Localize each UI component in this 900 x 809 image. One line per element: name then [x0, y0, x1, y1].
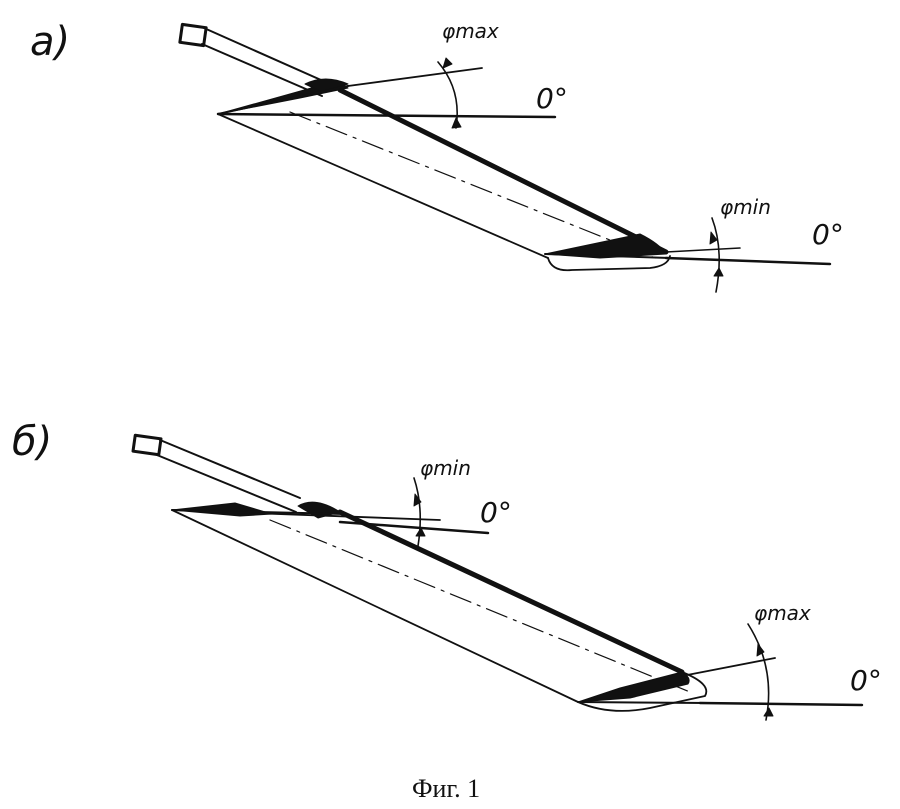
panel-b-angle-top-label: φmin [420, 456, 471, 480]
panel-b: б) φmin 0° [12, 419, 882, 721]
panel-b-zero-label-top: 0° [480, 496, 512, 529]
panel-b-angle-bottom-label: φmax [754, 601, 811, 625]
panel-a-zero-label-top: 0° [536, 82, 568, 115]
panel-b-zero-line-bottom [698, 701, 864, 707]
panel-a-blade [217, 87, 671, 272]
panel-a-chord-line-bottom [665, 247, 741, 253]
panel-b-spar [131, 433, 301, 513]
panel-a-angle-bottom-label: φmin [720, 195, 771, 219]
panel-a-angle-top-label: φmax [442, 19, 499, 43]
panel-a-spar [178, 22, 331, 97]
panel-b-label: б) [12, 419, 52, 465]
panel-a-zero-label-bottom: 0° [812, 218, 844, 251]
panel-a-root-angle: φmax 0° [216, 19, 568, 129]
panel-a-label: a) [30, 19, 70, 65]
figure-caption: Фиг. 1 [412, 774, 480, 803]
panel-b-root-angle: φmin 0° [171, 456, 512, 547]
panel-b-tip-section [577, 671, 709, 704]
panel-a-zero-line-bottom [664, 256, 832, 266]
panel-b-chord-line-bottom [681, 657, 776, 677]
panel-b-chord-line-top [171, 509, 441, 521]
panel-b-zero-line-top [338, 520, 490, 535]
panel-a-chord-line-top [347, 67, 483, 87]
panel-a-tip-angle: φmin 0° [664, 195, 844, 293]
panel-a-root-section [217, 78, 349, 115]
panel-b-blade [171, 509, 708, 712]
panel-a: a) φmax 0° [30, 19, 844, 293]
panel-b-zero-label-bottom: 0° [850, 664, 882, 697]
panel-a-tip-section [544, 233, 671, 259]
panel-a-zero-line-top [216, 112, 557, 119]
panel-b-tip-angle: φmax 0° [681, 601, 882, 721]
